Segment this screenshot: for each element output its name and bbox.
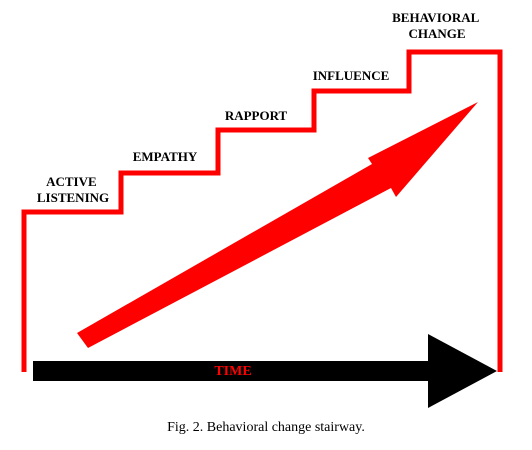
step-label-line: CHANGE [408,26,465,41]
step-label-line: INFLUENCE [313,68,390,83]
figure-caption: Fig. 2. Behavioral change stairway. [167,420,365,435]
step-label-line: ACTIVE [46,174,97,189]
time-arrow [33,334,497,408]
step-label-empathy: EMPATHY [133,149,198,164]
progress-arrow [77,102,478,348]
step-label-behavioral-change: BEHAVIORAL CHANGE [392,10,482,41]
step-label-rapport: RAPPORT [225,108,288,123]
staircase-outline [21,49,503,372]
step-label-influence: INFLUENCE [313,68,390,83]
time-label: TIME [214,364,251,379]
step-label-line: RAPPORT [225,108,288,123]
step-label-line: BEHAVIORAL [392,10,480,25]
step-label-line: EMPATHY [133,149,198,164]
step-label-active-listening: ACTIVE LISTENING [37,174,109,205]
step-label-line: LISTENING [37,190,109,205]
